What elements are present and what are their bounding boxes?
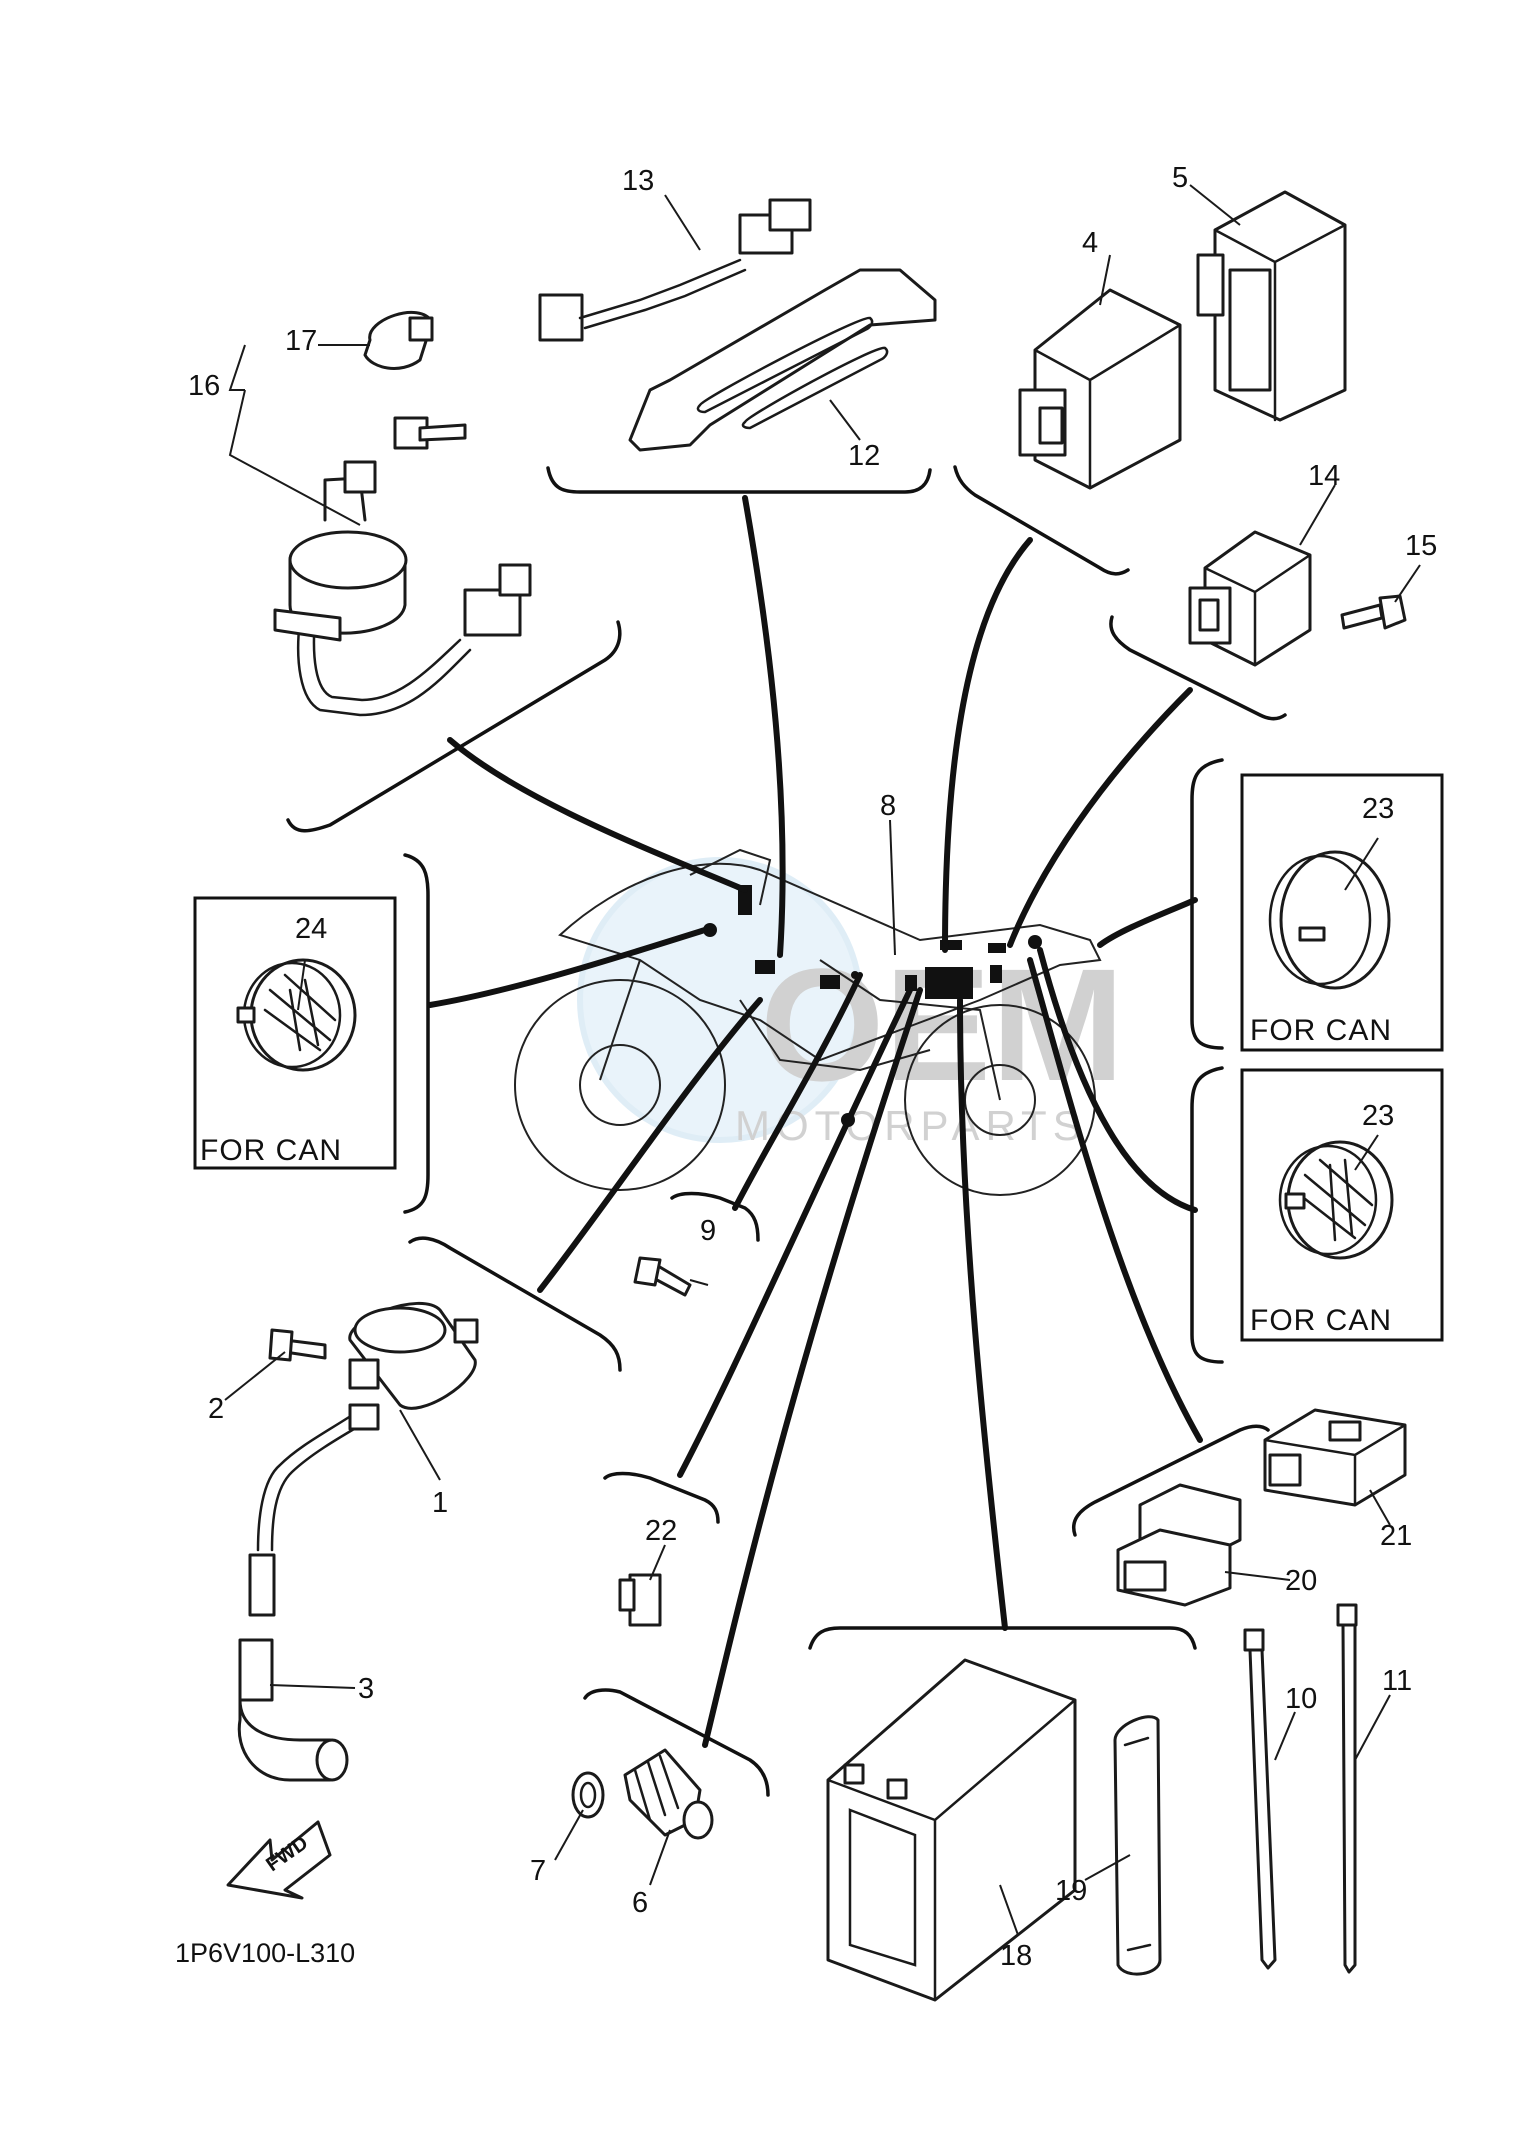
callout-10: 10 xyxy=(1285,1683,1317,1715)
callout-20: 20 xyxy=(1285,1565,1317,1597)
leader-lines xyxy=(224,184,1421,1936)
neutral-switch-6 xyxy=(623,1748,714,1840)
washer-7 xyxy=(571,1771,605,1819)
main-switch-assembly xyxy=(273,311,532,717)
callout-3: 3 xyxy=(358,1673,374,1705)
callout-2: 2 xyxy=(208,1393,224,1425)
callout-23-upper: 23 xyxy=(1362,793,1394,825)
battery-band-19 xyxy=(1113,1715,1162,1976)
for-can-caption: FOR CAN xyxy=(1250,1014,1392,1047)
callout-13: 13 xyxy=(622,165,654,197)
callout-4: 4 xyxy=(1082,227,1098,259)
lead-wire-13 xyxy=(538,198,812,342)
connection-wires xyxy=(427,495,1203,1748)
coupler-21 xyxy=(1263,1408,1407,1507)
plug-cap-3 xyxy=(237,1638,349,1782)
battery-18 xyxy=(826,1658,1077,2002)
callout-22: 22 xyxy=(645,1515,677,1547)
callout-5: 5 xyxy=(1172,162,1188,194)
callout-8: 8 xyxy=(880,790,896,822)
part-code: 1P6V100-L310 xyxy=(175,1938,355,1968)
callout-16: 16 xyxy=(188,370,220,402)
callout-6: 6 xyxy=(632,1887,648,1919)
bolt-9 xyxy=(633,1256,692,1297)
bracket-plate-12 xyxy=(628,268,937,452)
for-can-caption: FOR CAN xyxy=(1250,1304,1392,1337)
callout-19: 19 xyxy=(1055,1875,1087,1907)
for-can-box-23-lower: FOR CAN xyxy=(1240,1068,1444,1342)
callout-12: 12 xyxy=(848,440,880,472)
cover-5 xyxy=(1196,190,1347,422)
callout-21: 21 xyxy=(1380,1520,1412,1552)
callout-24: 24 xyxy=(295,913,327,945)
ignition-coil-1 xyxy=(248,1301,479,1617)
cable-tie-10 xyxy=(1243,1628,1277,1970)
relay-14 xyxy=(1188,530,1312,667)
callout-17: 17 xyxy=(285,325,317,357)
relay-4 xyxy=(1018,288,1182,490)
fwd-arrow-icon: FWD xyxy=(226,1820,332,1900)
motorcycle-outline xyxy=(514,848,1102,1196)
callout-14: 14 xyxy=(1308,460,1340,492)
callout-18: 18 xyxy=(1000,1940,1032,1972)
fuse-holder-22 xyxy=(618,1573,662,1627)
coupler-20 xyxy=(1116,1483,1242,1607)
callout-numbers: 1 2 3 4 5 6 7 8 9 10 11 12 13 14 15 16 1… xyxy=(188,162,1437,1972)
callout-11: 11 xyxy=(1382,1665,1412,1697)
cable-tie-11 xyxy=(1336,1603,1358,1974)
callout-9: 9 xyxy=(700,1215,716,1247)
group-brackets xyxy=(286,465,1287,1797)
for-can-caption: FOR CAN xyxy=(200,1134,342,1167)
bolt-15 xyxy=(1340,594,1407,630)
callout-15: 15 xyxy=(1405,530,1437,562)
for-can-box-23-upper: FOR CAN xyxy=(1240,773,1444,1052)
callout-23-lower: 23 xyxy=(1362,1100,1394,1132)
bolt-2 xyxy=(268,1328,327,1362)
for-can-box-24: FOR CAN xyxy=(193,896,397,1170)
callout-1: 1 xyxy=(432,1487,448,1519)
callout-7: 7 xyxy=(530,1855,546,1887)
